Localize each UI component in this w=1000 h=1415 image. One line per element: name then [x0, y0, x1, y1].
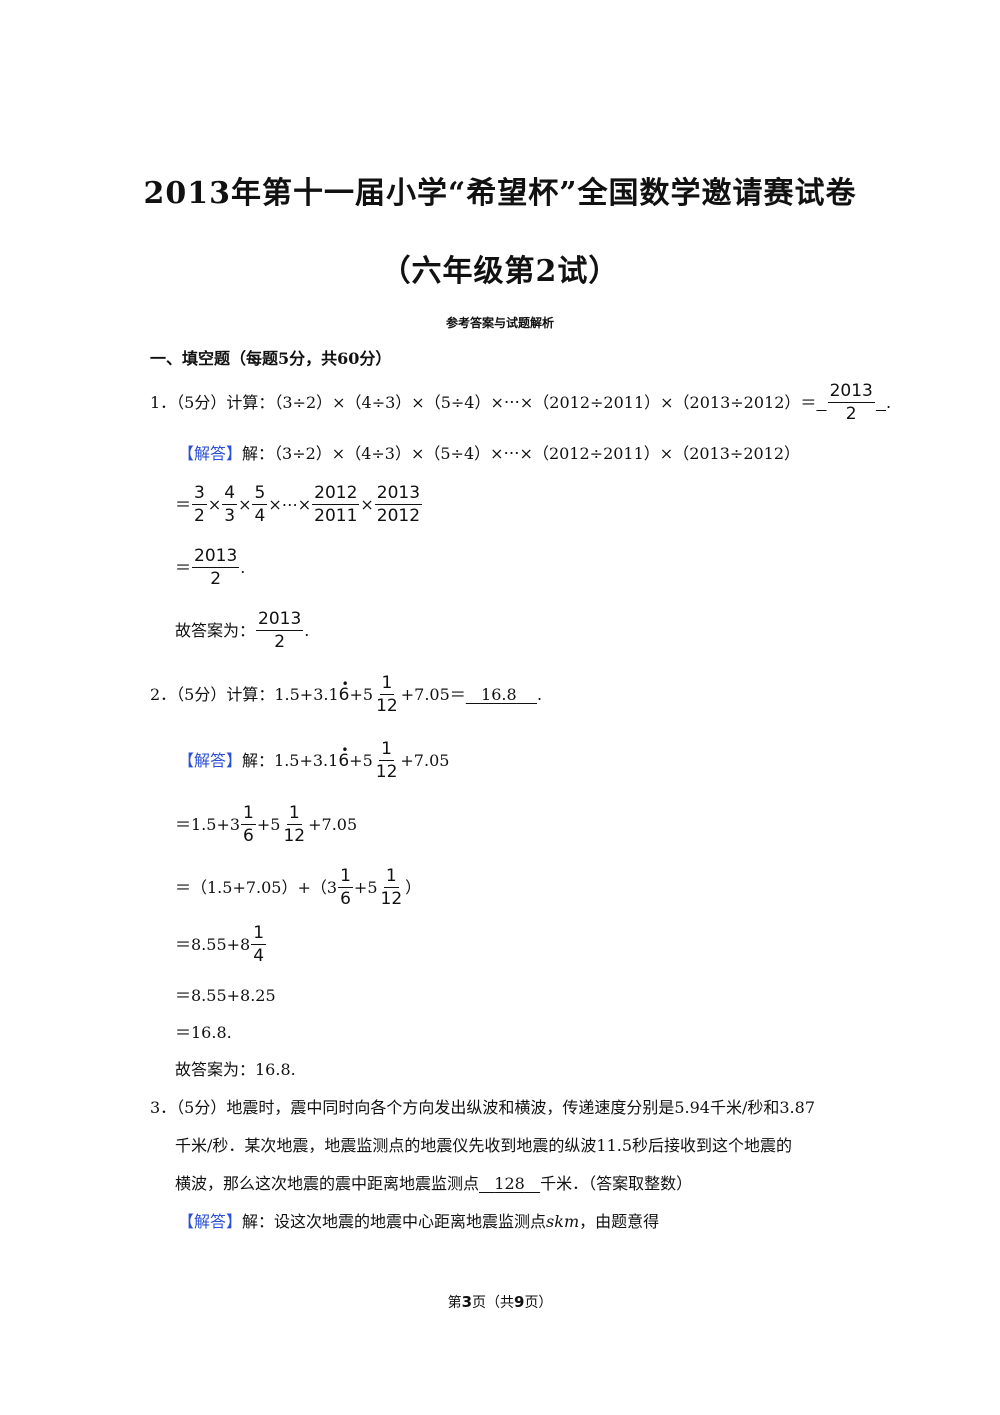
total-pages: 9 — [514, 1293, 525, 1311]
answer-analysis-heading: 参考答案与试题解析 — [445, 316, 554, 330]
page-title: 2013年第十一届小学“希望杯”全国数学邀请赛试卷 — [143, 176, 857, 211]
question-1-text: 1．（5分）计算：（3÷2）×（4÷3）×（5÷4）×⋯×（2012÷2011）… — [150, 392, 817, 412]
page-number: 3 — [461, 1293, 472, 1311]
page-footer: 第3页（共9页） — [447, 1293, 553, 1311]
question-1-suffix: . — [886, 392, 892, 412]
question-1-answer-blank: 2013 2 — [816, 380, 886, 425]
question-2-step-6: ＝16.8. — [175, 1023, 232, 1042]
fraction-denominator: 2 — [845, 404, 857, 424]
times-sign: × — [360, 494, 374, 514]
question-3-line-3: 横波，那么这次地震的震中距离地震监测点 128 千米．（答案取整数） — [175, 1172, 692, 1196]
question-3-line-1: 3．（5分）地震时，震中同时向各个方向发出纵波和横波，传递速度分别是5.94千米… — [150, 1098, 816, 1117]
page-subtitle-grade: （六年级第2试） — [380, 254, 620, 289]
question-3-answer-blank: 128 — [494, 1174, 525, 1193]
equals-sign: ＝ — [175, 494, 192, 514]
question-2-answer-blank: 16.8 — [481, 684, 517, 704]
times-sign: × — [207, 494, 222, 514]
answer-tag: 【解答】 — [178, 444, 243, 463]
answer-tag: 【解答】 — [178, 1212, 243, 1231]
repeating-decimal-digit: •6 — [338, 742, 350, 771]
times-sign: × — [238, 494, 252, 514]
question-3-solution-intro: 【解答】解：设这次地震的地震中心距离地震监测点skm，由题意得 — [178, 1212, 660, 1231]
question-3-line-2: 千米/秒．某次地震，地震监测点的地震仪先收到地震的纵波11.5秒后接收到这个地震… — [175, 1136, 793, 1155]
ellipsis-product: ×⋯× — [268, 494, 312, 514]
question-2-step-5: ＝8.55+8.25 — [175, 986, 276, 1005]
repeating-decimal-digit: •6 — [338, 676, 350, 705]
answer-tag: 【解答】 — [178, 750, 243, 770]
question-1-answer-fraction: 2013 2 — [827, 380, 875, 425]
question-1: 1．（5分）计算：（3÷2）×（4÷3）×（5÷4）×⋯×（2012÷2011）… — [150, 380, 891, 425]
question-2-text: 2．（5分）计算：1.5+3.1 — [150, 684, 339, 704]
question-2-conclusion: 故答案为：16.8. — [175, 1060, 296, 1079]
variable: skm — [546, 1212, 580, 1231]
question-1-solution-intro: 【解答】解：（3÷2）×（4÷3）×（5÷4）×⋯×（2012÷2011）×（2… — [178, 442, 800, 466]
equals-sign: ＝ — [175, 557, 192, 577]
fraction-numerator: 2013 — [827, 381, 875, 403]
solution-text: 解：（3÷2）×（4÷3）×（5÷4）×⋯×（2012÷2011）×（2013÷… — [242, 444, 801, 463]
section-heading: 一、填空题（每题5分，共60分） — [150, 349, 392, 368]
